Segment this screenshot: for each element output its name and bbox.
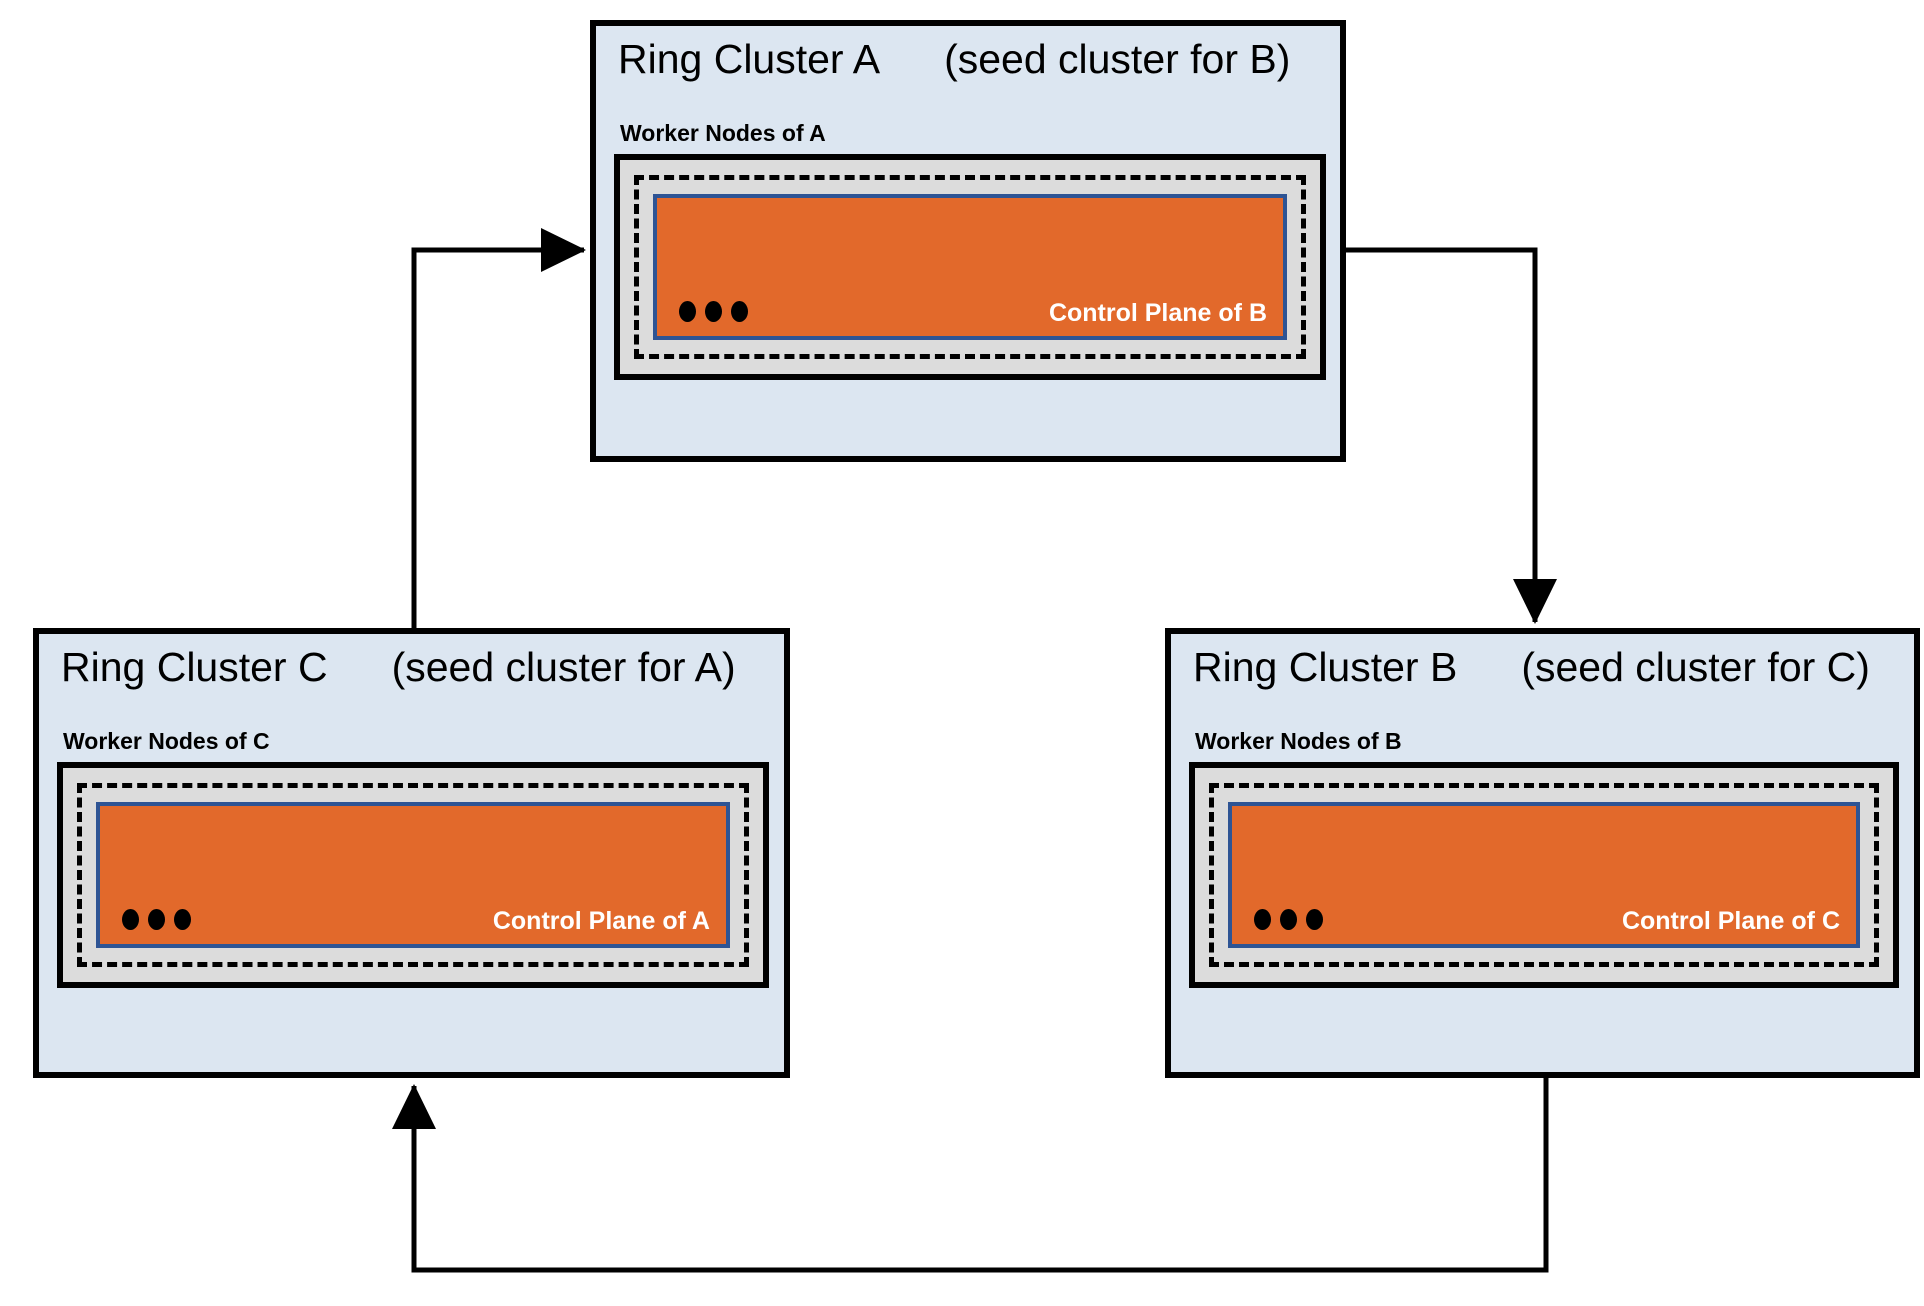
cluster-a-ellipsis-nodes [679,301,748,322]
cluster-a-header: Ring Cluster A (seed cluster for B) [618,36,1330,83]
cluster-b-control-plane-label: Control Plane of C [1621,907,1840,935]
cluster-b-ellipsis-nodes [1254,909,1323,930]
cluster-card-c[interactable]: Ring Cluster C (seed cluster for A) Work… [33,628,790,1078]
cluster-a-seed-note: (seed cluster for B) [944,36,1291,82]
cluster-c-control-plane-label: Control Plane of A [492,907,710,935]
cluster-b-worker-label: Worker Nodes of B [1195,728,1402,754]
cluster-a-worker-label: Worker Nodes of A [620,120,826,146]
cluster-b-header: Ring Cluster B (seed cluster for C) [1193,644,1904,691]
cluster-c-worker-label: Worker Nodes of C [63,728,270,754]
cluster-card-b[interactable]: Ring Cluster B (seed cluster for C) Work… [1165,628,1920,1078]
cluster-c-node-dashed-boundary: Control Plane of A [77,783,749,967]
cluster-a-title: Ring Cluster A [618,36,881,82]
cluster-c-header: Ring Cluster C (seed cluster for A) [61,644,774,691]
cluster-b-seed-note: (seed cluster for C) [1521,644,1870,690]
cluster-card-a[interactable]: Ring Cluster A (seed cluster for B) Work… [590,20,1346,462]
cluster-c-seed-note: (seed cluster for A) [391,644,736,690]
cluster-b-worker-nodes-box: Control Plane of C [1189,762,1899,988]
cluster-a-control-plane-of-b[interactable]: Control Plane of B [653,194,1287,340]
cluster-b-title: Ring Cluster B [1193,644,1458,690]
cluster-a-control-plane-label: Control Plane of B [1048,299,1267,327]
connector-a-to-b [1345,247,1557,624]
connector-b-to-c [392,1078,1549,1273]
cluster-c-control-plane-of-a[interactable]: Control Plane of A [96,802,730,948]
cluster-a-worker-nodes-box: Control Plane of B [614,154,1326,380]
cluster-c-ellipsis-nodes [122,909,191,930]
cluster-c-title: Ring Cluster C [61,644,328,690]
cluster-c-worker-nodes-box: Control Plane of A [57,762,769,988]
cluster-a-node-dashed-boundary: Control Plane of B [634,175,1306,359]
cluster-b-control-plane-of-c[interactable]: Control Plane of C [1228,802,1860,948]
cluster-b-node-dashed-boundary: Control Plane of C [1209,783,1879,967]
